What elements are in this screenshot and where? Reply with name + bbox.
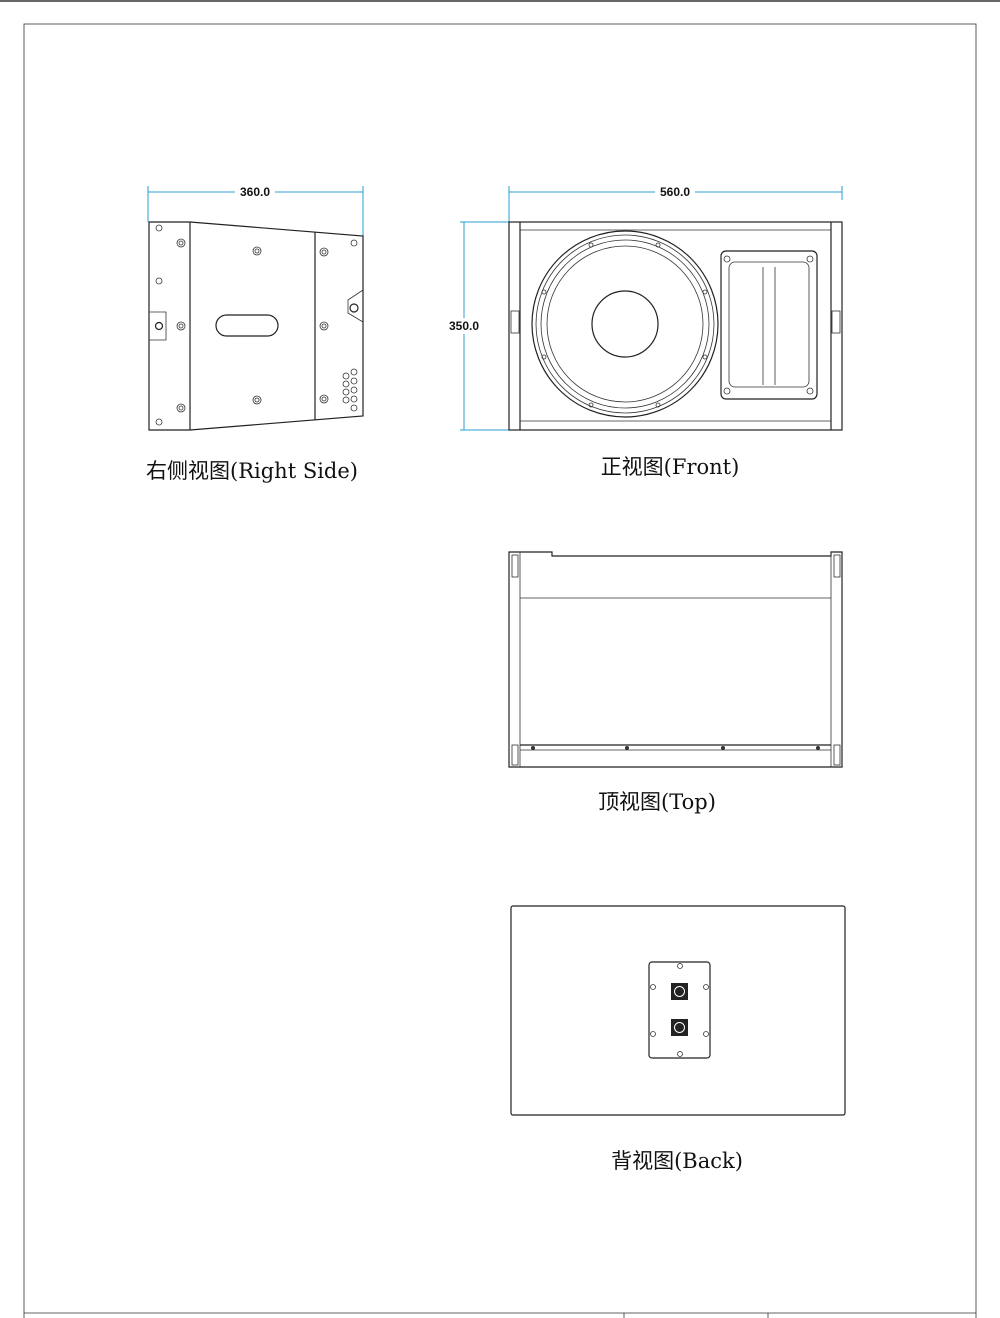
top-view: 顶视图(Top): [508, 551, 843, 814]
woofer-icon: [531, 230, 719, 418]
back-caption: 背视图(Back): [611, 1149, 743, 1173]
handle-icon: [215, 314, 279, 337]
speakon-connector-icon: [671, 1019, 688, 1036]
front-view: 560.0 350.0: [444, 184, 843, 479]
speakon-connector-icon: [671, 983, 688, 1000]
back-outline: [510, 905, 846, 1116]
input-panel-icon: [648, 961, 711, 1059]
right-side-caption: 右侧视图(Right Side): [146, 459, 358, 483]
horn-icon: [720, 250, 818, 400]
front-caption: 正视图(Front): [601, 455, 740, 479]
sheet-frame: [23, 23, 977, 1318]
front-width-dimension-label: 560.0: [660, 185, 690, 199]
top-caption: 顶视图(Top): [598, 790, 716, 814]
back-view: 背视图(Back): [510, 905, 846, 1173]
right-side-view: 360.0 右侧视图(Right Side): [146, 184, 364, 483]
front-outline: [508, 221, 843, 431]
top-outline: [508, 551, 843, 768]
front-height-dimension-label: 350.0: [449, 319, 479, 333]
side-outline: [148, 221, 364, 431]
width-dimension-label: 360.0: [240, 185, 270, 199]
